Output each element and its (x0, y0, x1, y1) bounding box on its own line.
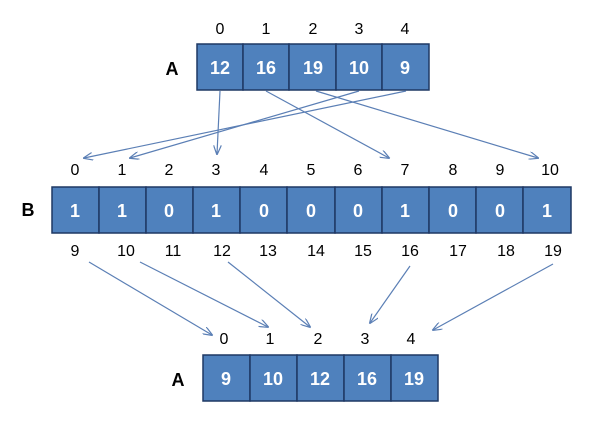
b-value-6: 0 (353, 201, 363, 221)
b-value-5: 0 (306, 201, 316, 221)
bit-array: B 0 1 2 3 4 5 6 7 8 9 10 1 1 0 1 0 0 0 1… (22, 162, 572, 260)
arrow-12-to-b12 (217, 90, 220, 154)
top-index-4: 4 (401, 21, 410, 38)
b-bottom-index-5: 14 (307, 243, 325, 260)
sorted-cell-4 (390, 354, 439, 402)
b-bottom-index-0: 9 (71, 243, 80, 260)
b-cell-8 (428, 186, 477, 234)
b-value-4: 0 (259, 201, 269, 221)
b-top-index-3: 3 (212, 162, 221, 179)
b-top-index-5: 5 (307, 162, 316, 179)
top-value-4: 9 (400, 58, 410, 78)
b-cell-10 (522, 186, 572, 234)
b-bottom-index-3: 12 (213, 243, 231, 260)
sorted-cell-2 (296, 354, 345, 402)
arrow-19-to-b19 (315, 90, 538, 158)
top-array-label: A (166, 59, 179, 79)
b-top-index-2: 2 (165, 162, 174, 179)
b-value-10: 1 (542, 201, 552, 221)
b-bottom-index-9: 18 (497, 243, 515, 260)
b-top-index-6: 6 (354, 162, 363, 179)
top-cell-4 (381, 43, 430, 91)
arrow-16-to-b16 (265, 90, 389, 158)
b-top-index-7: 7 (401, 162, 410, 179)
b-top-index-8: 8 (449, 162, 458, 179)
top-value-2: 19 (303, 58, 323, 78)
arrows-a-to-b (84, 90, 538, 158)
sorted-array: A 0 1 2 3 4 9 10 12 16 19 (172, 331, 439, 402)
arrow-b10-to-a1 (139, 261, 268, 327)
b-top-index-9: 9 (496, 162, 505, 179)
sorted-index-2: 2 (314, 331, 323, 348)
sorted-value-2: 12 (310, 369, 330, 389)
b-bottom-index-6: 15 (354, 243, 372, 260)
top-cell-2 (288, 43, 337, 91)
b-value-2: 0 (164, 201, 174, 221)
b-cell-9 (475, 186, 524, 234)
sorted-value-4: 19 (404, 369, 424, 389)
sorted-cell-0 (202, 354, 251, 402)
arrow-b9-to-a0 (88, 261, 212, 335)
b-cell-5 (286, 186, 336, 234)
b-cell-3 (192, 186, 241, 234)
b-bottom-index-1: 10 (117, 243, 135, 260)
bit-array-label: B (22, 200, 35, 220)
arrow-b12-to-a2 (227, 261, 310, 327)
sorted-cell-3 (343, 354, 392, 402)
sorted-value-0: 9 (221, 369, 231, 389)
b-value-3: 1 (211, 201, 221, 221)
top-index-0: 0 (216, 21, 225, 38)
top-value-0: 12 (210, 58, 230, 78)
b-top-index-1: 1 (118, 162, 127, 179)
b-bottom-index-8: 17 (449, 243, 467, 260)
arrows-b-to-a (88, 261, 554, 335)
b-value-7: 1 (400, 201, 410, 221)
arrow-9-to-b9 (84, 90, 407, 158)
b-bottom-index-10: 19 (544, 243, 562, 260)
top-array: A 0 1 2 3 4 12 16 19 10 9 (166, 21, 430, 91)
b-bottom-index-7: 16 (401, 243, 419, 260)
b-value-1: 1 (117, 201, 127, 221)
b-value-0: 1 (70, 201, 80, 221)
top-index-3: 3 (355, 21, 364, 38)
sorted-index-4: 4 (407, 331, 416, 348)
b-top-index-4: 4 (260, 162, 269, 179)
b-value-8: 0 (448, 201, 458, 221)
b-bottom-index-2: 11 (165, 243, 182, 260)
b-bottom-index-4: 13 (259, 243, 277, 260)
sorted-index-3: 3 (361, 331, 370, 348)
sorted-cell-1 (249, 354, 298, 402)
top-index-2: 2 (309, 21, 318, 38)
top-cell-1 (242, 43, 290, 91)
b-value-9: 0 (495, 201, 505, 221)
b-cell-7 (381, 186, 430, 234)
sorted-value-1: 10 (263, 369, 283, 389)
b-top-index-10: 10 (541, 162, 559, 179)
top-value-1: 16 (256, 58, 276, 78)
sorted-index-0: 0 (220, 331, 229, 348)
b-cell-4 (239, 186, 288, 234)
sorted-value-3: 16 (357, 369, 377, 389)
sorted-array-label: A (172, 370, 185, 390)
arrow-b19-to-a4 (433, 263, 554, 330)
top-value-3: 10 (349, 58, 369, 78)
top-cell-0 (196, 43, 244, 91)
arrow-b16-to-a3 (370, 265, 411, 323)
top-index-1: 1 (262, 21, 271, 38)
sorted-index-1: 1 (266, 331, 275, 348)
b-top-index-0: 0 (71, 162, 80, 179)
